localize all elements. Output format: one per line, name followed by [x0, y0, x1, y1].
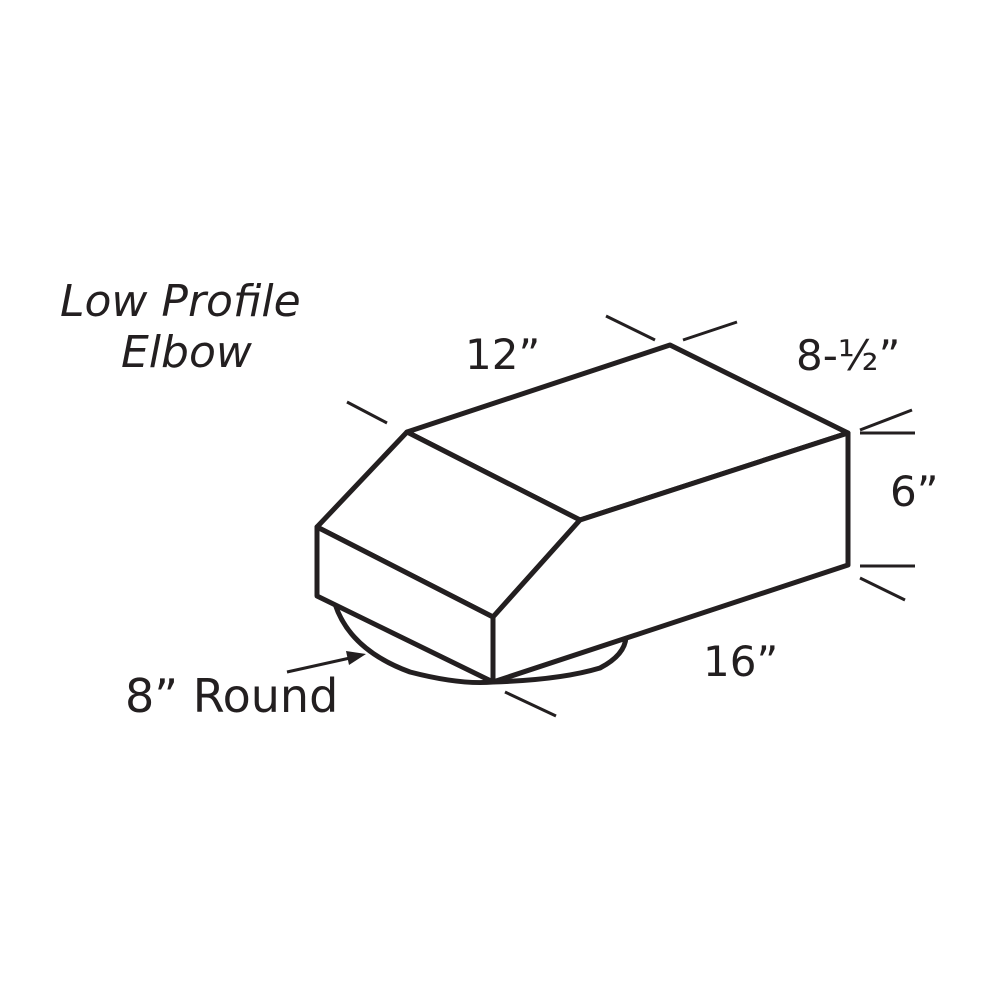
- right-side-face: [490, 430, 851, 685]
- dimension-length-top: 12”: [465, 330, 540, 379]
- tick-right-lower-b: [859, 576, 906, 602]
- tick-top-mid-right: [682, 320, 738, 342]
- dimension-width: 8-½”: [796, 331, 900, 380]
- tick-top-mid-left: [605, 314, 656, 342]
- round-leader-line: [286, 656, 351, 674]
- tick-right-upper-a: [859, 408, 913, 432]
- diagram-title-line1: Low Profile: [60, 276, 301, 327]
- dimension-height: 6”: [890, 467, 938, 516]
- tick-top-left: [346, 400, 388, 425]
- tick-bottom: [504, 690, 557, 718]
- diagram-title-line2: Elbow: [121, 327, 253, 378]
- dimension-round-outlet: 8” Round: [125, 669, 338, 723]
- dimension-length-bottom: 16”: [703, 637, 778, 686]
- round-leader-arrowhead: [346, 651, 366, 665]
